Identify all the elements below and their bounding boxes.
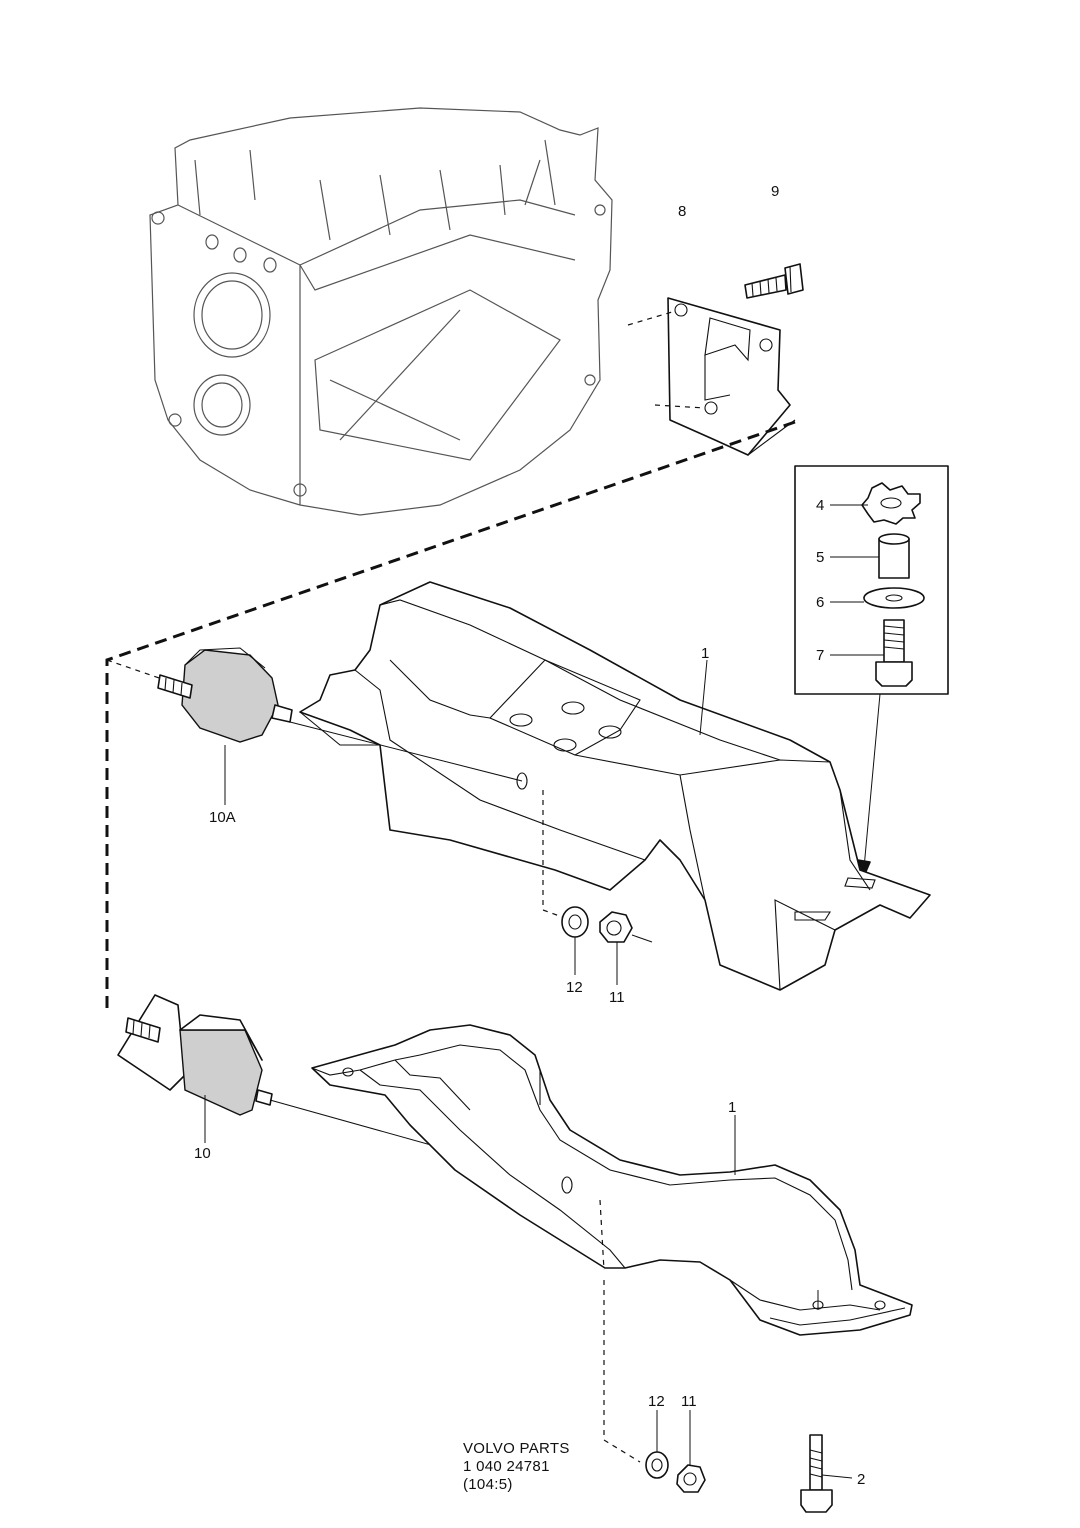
callout-10: 10 <box>194 1145 211 1162</box>
rubber-mount-10a <box>157 647 523 805</box>
callout-4: 4 <box>816 497 824 514</box>
caption-line-2: 1 040 24781 <box>463 1458 550 1475</box>
callout-1-upper: 1 <box>701 645 709 662</box>
callout-11-lower: 11 <box>681 1393 697 1410</box>
washer-nut-bottom <box>645 1410 706 1493</box>
callout-12-upper: 12 <box>566 979 583 996</box>
callout-5: 5 <box>816 549 824 566</box>
washer-6 <box>863 587 925 609</box>
washer-nut-top <box>561 906 653 985</box>
bolt-2 <box>800 1434 853 1513</box>
assembly-path-lines <box>105 420 796 1012</box>
callout-8: 8 <box>678 203 686 220</box>
callout-1-lower: 1 <box>728 1099 736 1116</box>
callout-10a: 10A <box>209 809 236 826</box>
caption-line-3: (104:5) <box>463 1476 513 1493</box>
callout-7: 7 <box>816 647 824 664</box>
callout-11-upper: 11 <box>609 989 625 1006</box>
callout-2: 2 <box>857 1471 865 1488</box>
star-nut-4 <box>861 482 921 525</box>
parts-caption: VOLVO PARTS 1 040 24781 (104:5) <box>463 1440 570 1493</box>
crossmember-lower <box>311 1024 913 1463</box>
callout-labels: 8 9 4 5 6 7 1 10A 12 11 1 10 12 11 2 <box>194 183 865 1488</box>
sleeve-5 <box>878 538 910 579</box>
bolt-9 <box>744 263 804 299</box>
crossmember-upper <box>299 581 931 991</box>
inset-detail-box <box>794 465 949 877</box>
gearbox-housing <box>149 107 613 516</box>
rubber-mount-10 <box>117 994 568 1184</box>
callout-12-lower: 12 <box>648 1393 665 1410</box>
callout-9: 9 <box>771 183 779 200</box>
callout-6: 6 <box>816 594 824 611</box>
caption-line-1: VOLVO PARTS <box>463 1440 570 1457</box>
mounting-bracket-8 <box>627 297 796 456</box>
